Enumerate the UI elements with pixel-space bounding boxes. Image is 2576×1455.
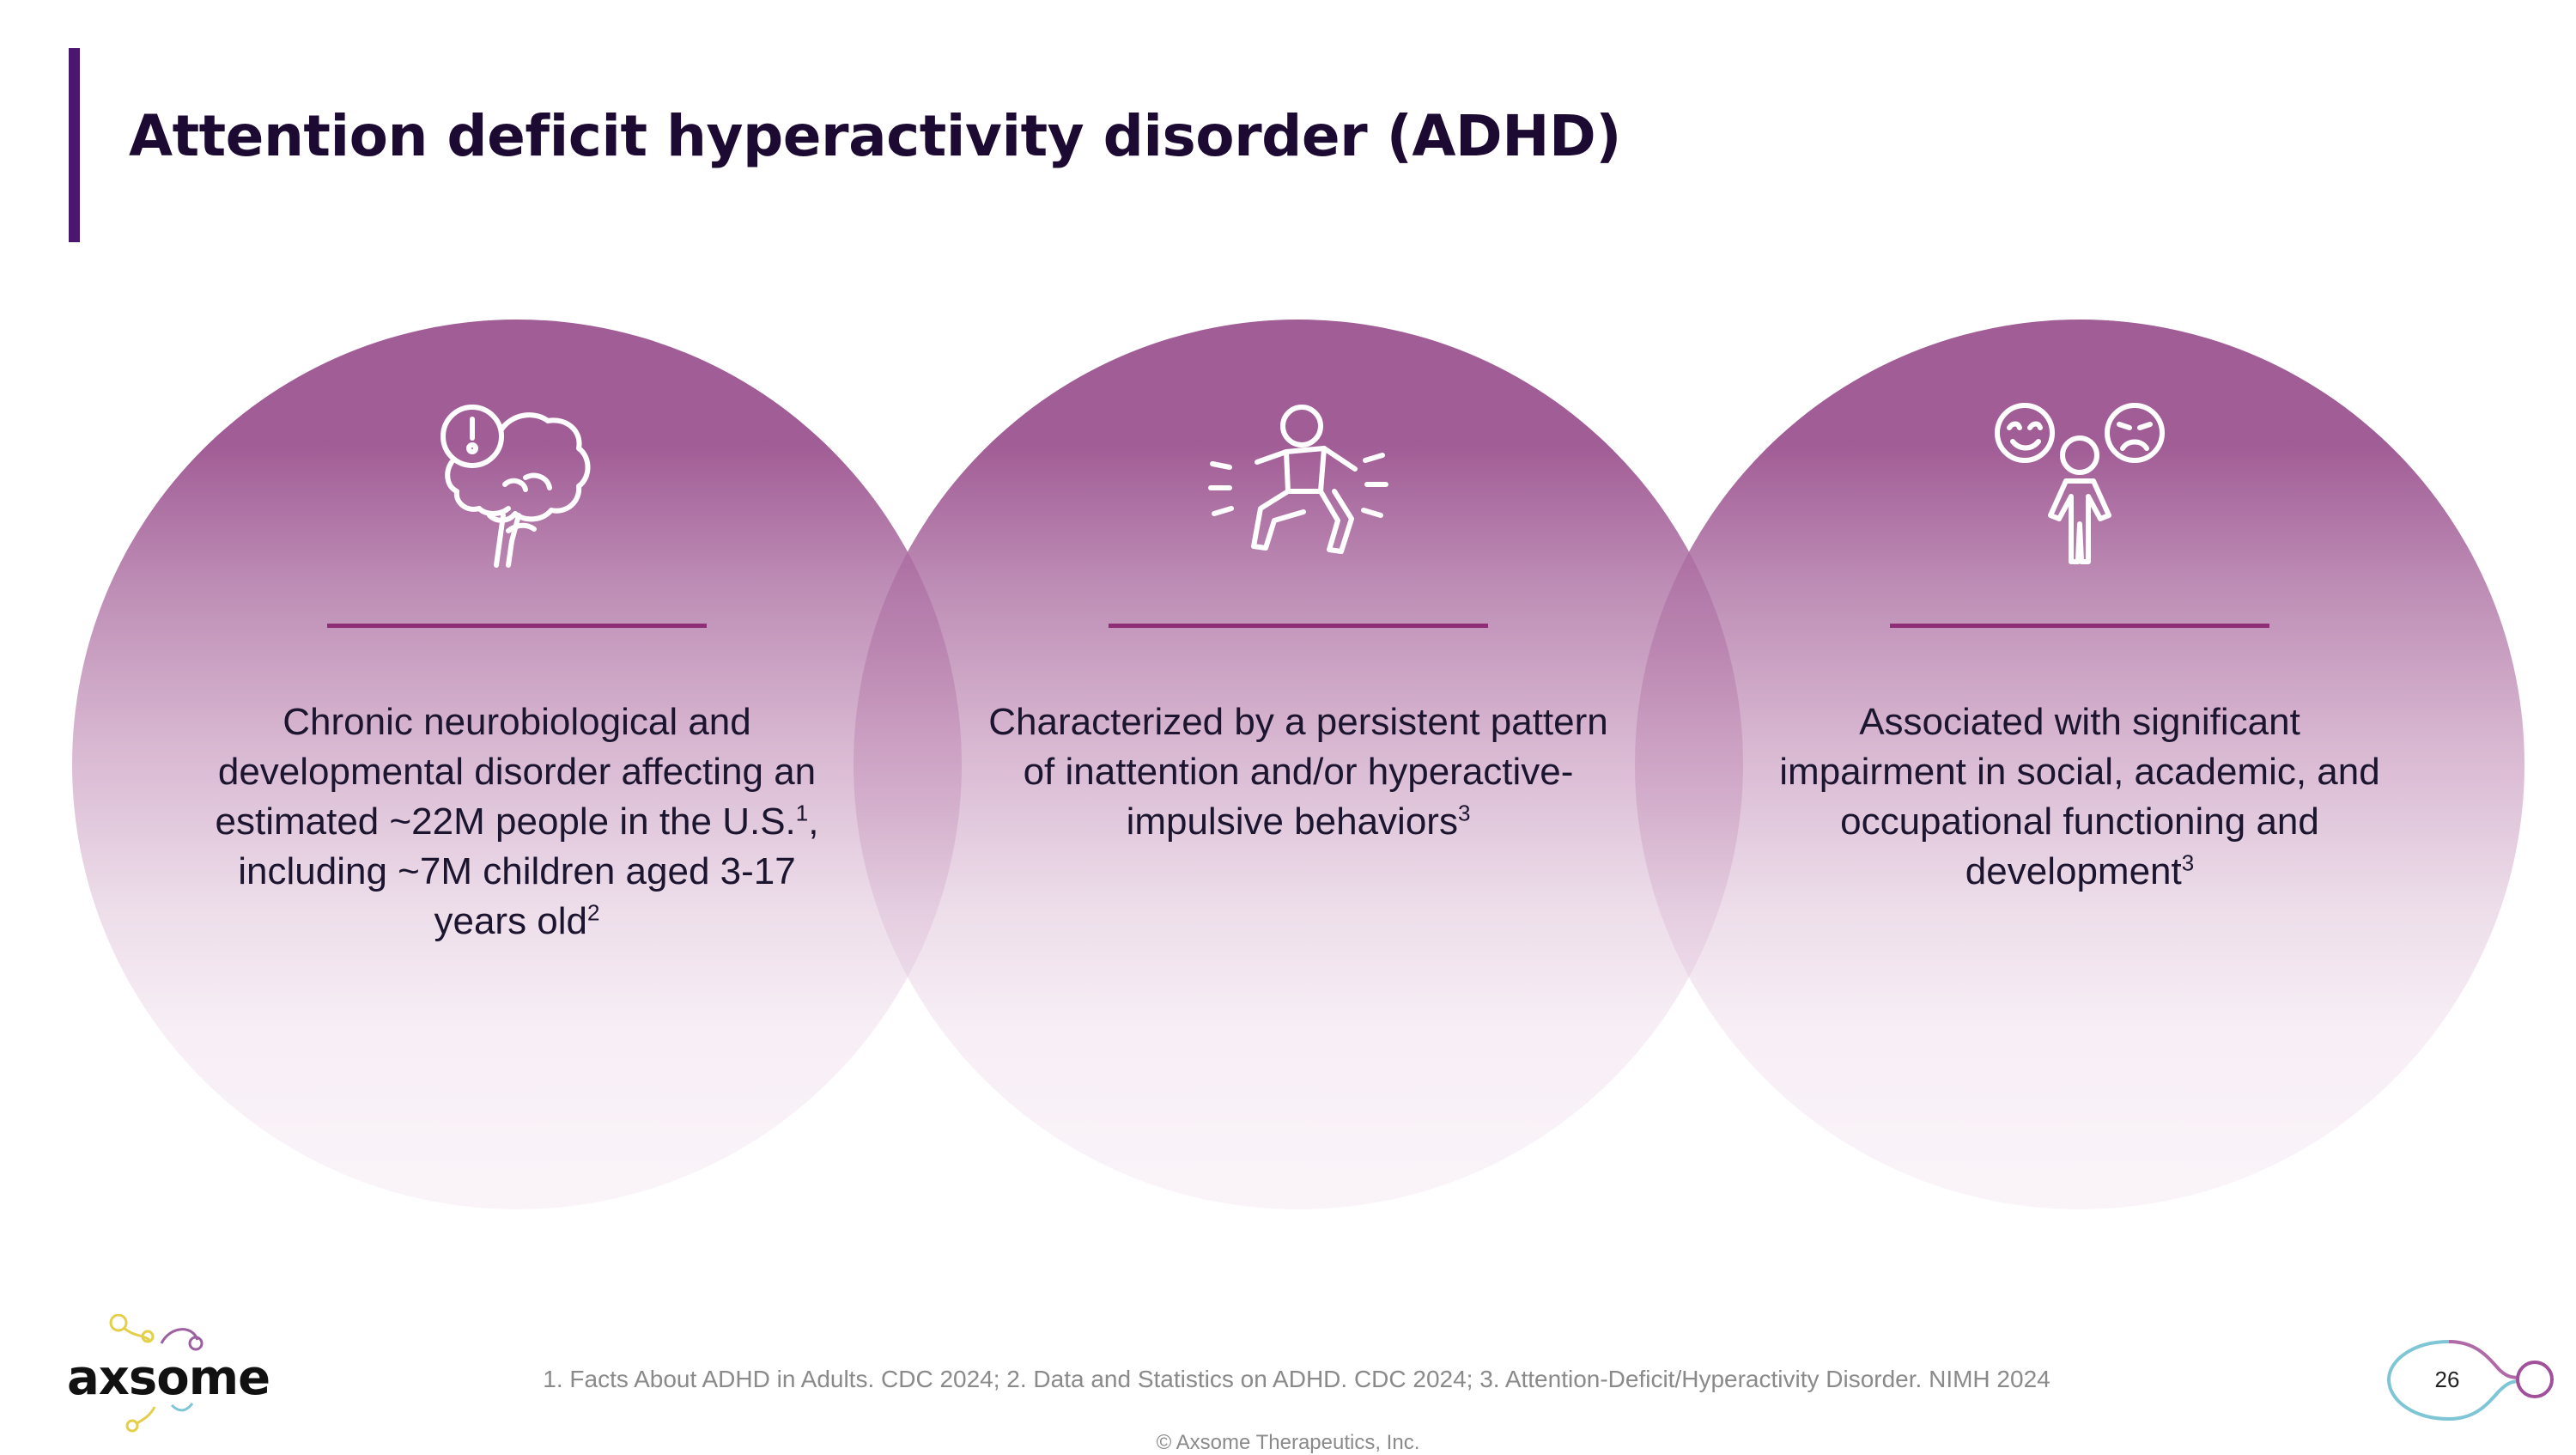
brain-alert-icon	[422, 395, 611, 584]
page-number: 26	[2434, 1367, 2460, 1392]
title-accent-bar	[69, 48, 80, 242]
text-main: Characterized by a persistent pattern of…	[988, 701, 1608, 843]
fact-circle-characterization: Characterized by a persistent pattern of…	[854, 320, 1743, 1209]
divider-line	[327, 624, 707, 628]
fact-circle-prevalence: Chronic neurobiological and developmenta…	[72, 320, 962, 1209]
footnote-ref: 3	[2181, 849, 2195, 876]
circle-text-characterization: Characterized by a persistent pattern of…	[982, 697, 1614, 847]
page-number-badge: 26	[2385, 1336, 2557, 1422]
footnote-ref: 3	[1457, 800, 1471, 826]
text-main: Associated with significant impairment i…	[1779, 701, 2380, 892]
child-emotions-icon	[1985, 395, 2174, 584]
divider-line	[1109, 624, 1488, 628]
circle-text-prevalence: Chronic neurobiological and developmenta…	[201, 697, 833, 947]
hyperactive-person-icon	[1204, 395, 1393, 584]
logo-wordmark: axsome	[67, 1350, 270, 1406]
divider-line	[1890, 624, 2269, 628]
footnote-ref: 2	[587, 899, 600, 926]
circle-text-impairment: Associated with significant impairment i…	[1764, 697, 2396, 897]
footnote-ref: 1	[795, 800, 809, 826]
text-main: , including ~7M children aged 3-17 years…	[238, 801, 819, 942]
axsome-logo: axsome	[67, 1314, 273, 1434]
fact-circle-impairment: Associated with significant impairment i…	[1635, 320, 2524, 1209]
page-title: Attention deficit hyperactivity disorder…	[129, 103, 1621, 169]
copyright-text: © Axsome Therapeutics, Inc.	[1156, 1431, 1420, 1454]
references-footnote: 1. Facts About ADHD in Adults. CDC 2024;…	[543, 1366, 2050, 1392]
text-main: Chronic neurobiological and developmenta…	[215, 701, 817, 843]
